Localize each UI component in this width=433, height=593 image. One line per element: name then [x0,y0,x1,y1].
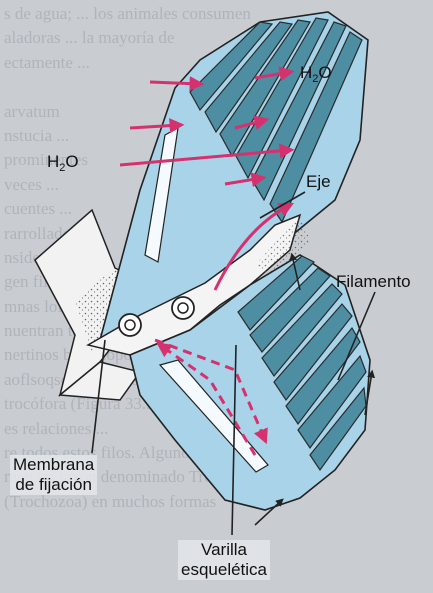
skeletal-rod-label: Varilla esquelética [178,540,270,580]
attachment-membrane-label: Membrana de fijación [10,455,97,495]
axis-label: Eje [306,172,331,192]
h2o-inflow-label: H2O [47,152,79,174]
h2o-outflow-label: H2O [300,63,332,85]
filament-label: Filamento [336,272,411,292]
